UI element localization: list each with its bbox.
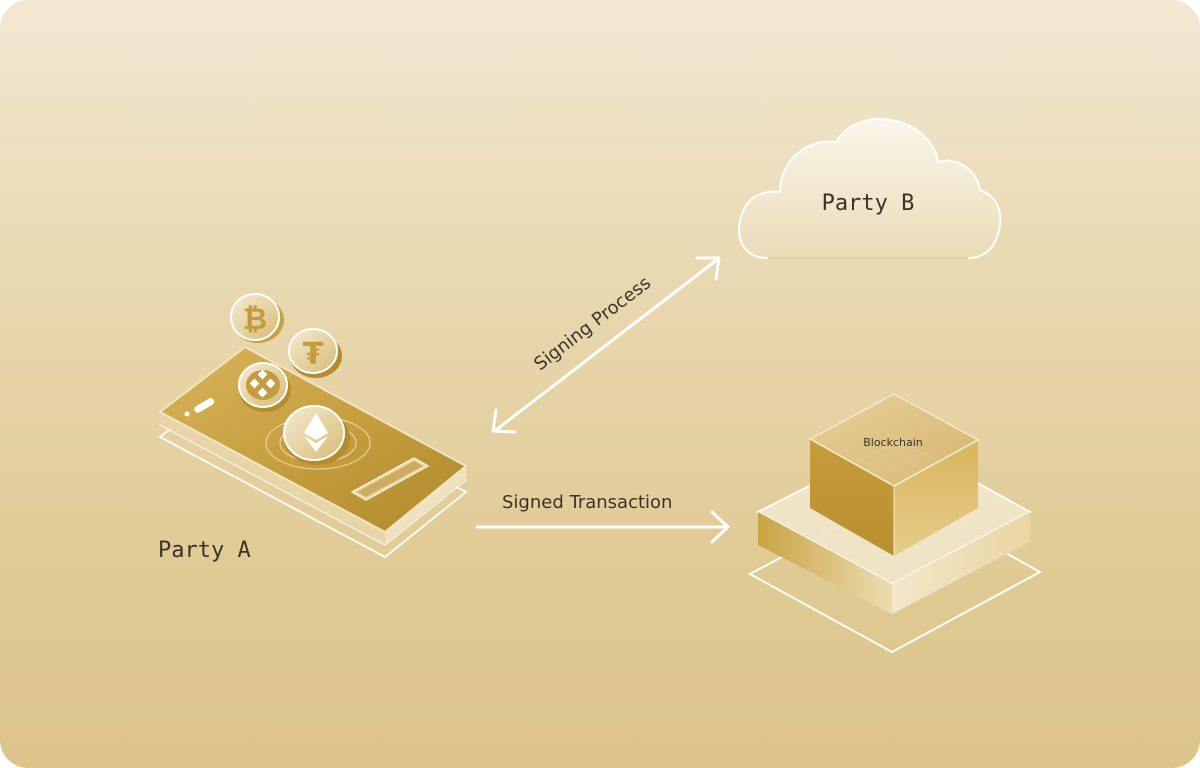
ethereum-coin-icon bbox=[283, 405, 350, 465]
binance-coin-icon bbox=[238, 362, 291, 412]
tether-coin-icon: ₮ bbox=[288, 328, 342, 378]
signed-transaction-arrow bbox=[475, 510, 730, 544]
blockchain-cube-icon bbox=[747, 393, 1043, 654]
svg-text:₮: ₮ bbox=[303, 337, 324, 372]
party-b-label: Party B bbox=[822, 191, 915, 216]
cloud-icon bbox=[738, 118, 1002, 259]
party-a-label: Party A bbox=[158, 538, 251, 563]
signed-transaction-label: Signed Transaction bbox=[502, 492, 672, 513]
svg-text:₿: ₿ bbox=[243, 302, 267, 337]
phone-button bbox=[350, 457, 430, 501]
signing-process-arrow bbox=[491, 256, 721, 434]
bitcoin-coin-icon: ₿ bbox=[230, 293, 284, 343]
blockchain-label: Blockchain bbox=[863, 436, 923, 449]
